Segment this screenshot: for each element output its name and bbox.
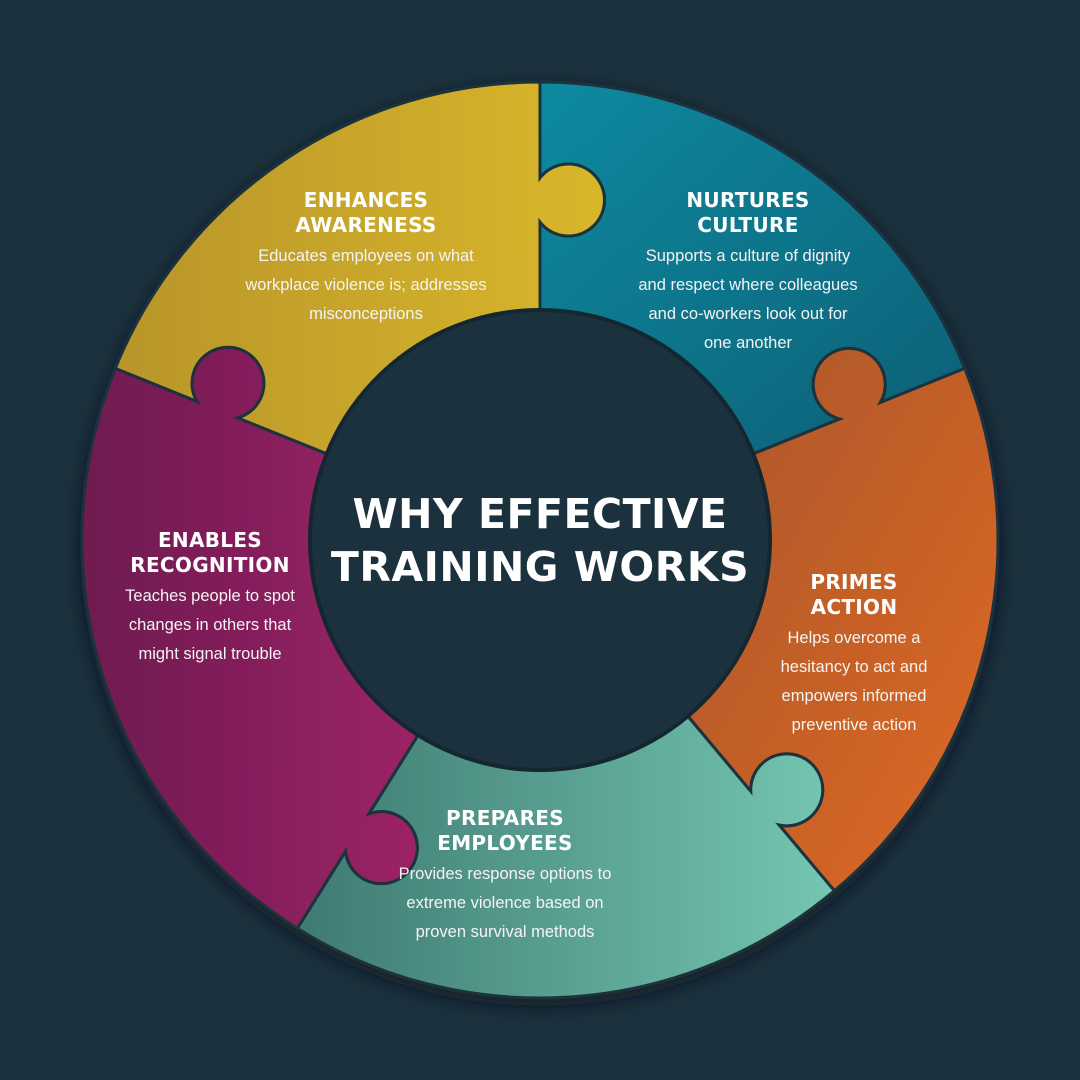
segment-action-title: PRIMES ACTION (810, 570, 898, 619)
segment-awareness-title: ENHANCES AWARENESS (295, 188, 437, 237)
center-title: WHY EFFECTIVE TRAINING WORKS (330, 490, 750, 591)
segment-recognition-title: ENABLES RECOGNITION (130, 528, 290, 577)
segment-awareness-label: ENHANCES AWARENESS Educates employees on… (216, 188, 516, 329)
segment-action-label: PRIMES ACTION Helps overcome a hesitancy… (744, 570, 964, 740)
segment-culture-label: NURTURES CULTURE Supports a culture of d… (598, 188, 898, 358)
segment-recognition-label: ENABLES RECOGNITION Teaches people to sp… (100, 528, 320, 669)
segment-awareness-text: Educates employees on what workplace vio… (245, 247, 487, 323)
segment-action-text: Helps overcome a hesitancy to act and em… (780, 629, 928, 734)
segment-employees-text: Provides response options to extreme vio… (398, 865, 612, 941)
center-hub (308, 308, 772, 772)
segment-recognition-text: Teaches people to spot changes in others… (125, 587, 295, 663)
segment-employees-label: PREPARES EMPLOYEES Provides response opt… (365, 806, 645, 947)
segment-employees-title: PREPARES EMPLOYEES (437, 806, 573, 855)
segment-culture-title: NURTURES CULTURE (686, 188, 810, 237)
segment-culture-text: Supports a culture of dignity and respec… (638, 247, 858, 352)
